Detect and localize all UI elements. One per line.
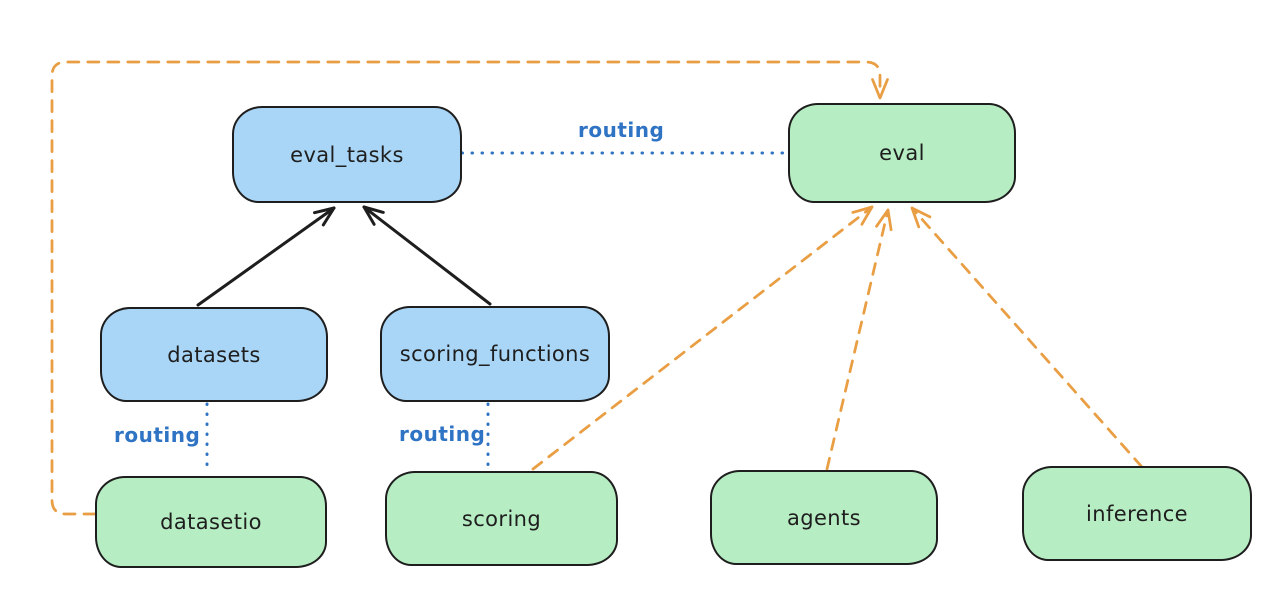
edge-datasetio-to-eval [50,60,882,516]
node-datasets-label: datasets [167,342,261,367]
node-eval-tasks-label: eval_tasks [290,142,404,167]
arrowhead-agents-to-eval [875,208,893,232]
edge-label-routing-eval-tasks-eval: routing [578,118,665,142]
arrowhead-scoring-to-eval [851,205,874,226]
edge-agents-to-eval [825,208,890,471]
node-eval-tasks: eval_tasks [232,106,462,203]
arrowhead-datasetio-to-eval [871,78,889,100]
arrowhead-inference-to-eval [910,206,932,229]
edge-datasets-to-eval-tasks [196,206,336,307]
node-eval: eval [788,103,1016,203]
node-eval-label: eval [879,141,925,165]
edge-inference-to-eval [910,206,1144,469]
edge-scoring-to-eval [531,205,874,471]
edge-scoring-functions-to-eval-tasks [362,205,492,306]
node-scoring-label: scoring [461,506,542,531]
edge-label-routing-scoring-functions-scoring: routing [399,422,486,446]
edge-label-routing-datasets-datasetio: routing [114,423,201,447]
node-scoring-functions: scoring_functions [380,306,610,402]
arrowhead-scoring-functions-to-eval-tasks [362,205,385,226]
node-inference-label: inference [1086,501,1188,526]
node-datasetio: datasetio [95,476,327,568]
node-scoring: scoring [385,471,618,566]
node-datasets: datasets [100,307,328,402]
node-scoring-functions-label: scoring_functions [399,342,591,366]
node-datasetio-label: datasetio [160,510,262,534]
arrowhead-datasets-to-eval-tasks [313,206,336,227]
node-inference: inference [1022,466,1252,561]
node-agents-label: agents [786,505,861,530]
node-agents: agents [710,470,938,565]
